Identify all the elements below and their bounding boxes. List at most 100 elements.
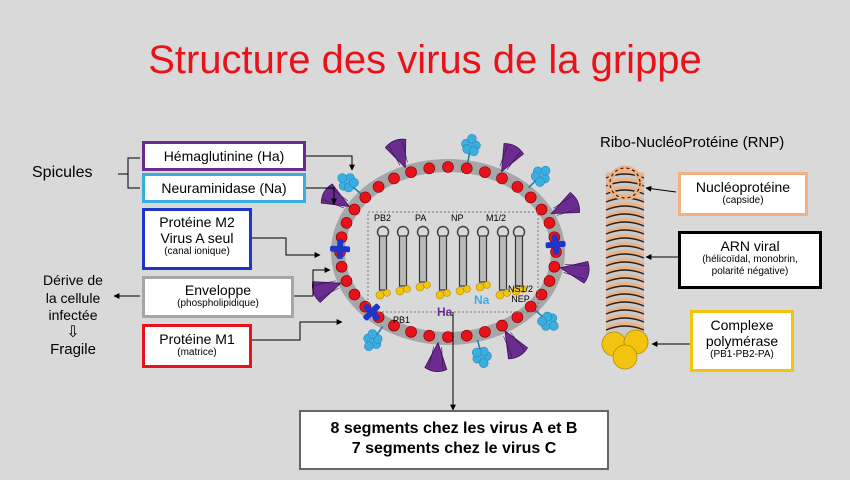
m1-bead: [372, 181, 385, 193]
neuraminidase-spikes: [337, 133, 559, 368]
derive-line2: la cellule: [45, 289, 101, 306]
ha-spike-line: [318, 287, 339, 299]
coil-rna: [605, 269, 645, 275]
ha-spike-line: [556, 208, 578, 216]
m1-sub: (matrice): [177, 347, 217, 359]
m2-body: [545, 240, 566, 249]
nucleo-sub: (capside): [722, 195, 764, 207]
na-spike: [461, 133, 481, 163]
na-head: [537, 316, 547, 327]
m2-line2: Virus A seul: [160, 230, 234, 247]
derive-line1: Dérive de: [43, 272, 103, 288]
ha-spike-line: [503, 336, 513, 357]
hemaglutinine-box: Hémaglutinine (Ha): [142, 141, 306, 171]
polymerase-dot: [495, 290, 505, 300]
arn-sub1: (hélicoïdal, monobrin,: [702, 254, 798, 266]
m1-bead: [460, 329, 473, 342]
complexe-polymerase-box: Complexe polymérase (PB1-PB2-PA): [690, 310, 794, 372]
segment-strand: [438, 235, 448, 291]
ha-spike: [503, 329, 529, 360]
seg-label-np: NP: [451, 213, 464, 223]
ha-spike-line: [563, 272, 585, 280]
m1-bead: [548, 260, 561, 273]
coil-rna: [605, 221, 645, 227]
ha-spike-line: [313, 280, 336, 286]
na-spike: [363, 326, 384, 351]
arn-viral-box: ARN viral (hélicoïdal, monobrin, polarit…: [678, 231, 822, 289]
segment-strand: [514, 235, 524, 287]
rnp-title: Ribo-NucléoProtéine (RNP): [600, 134, 785, 151]
ha-spike-line: [388, 145, 401, 166]
m1-label: Protéine M1: [159, 331, 235, 347]
ha-spike-line: [510, 332, 525, 351]
ha-connector: [305, 155, 355, 171]
coil-turn: [605, 258, 645, 266]
polymerase-dot: [483, 281, 491, 289]
coil-turn: [605, 218, 645, 226]
na-head: [535, 177, 545, 187]
m2-sub: (canal ionique): [164, 246, 230, 258]
seg-label-pb2: PB2: [374, 213, 392, 223]
ha-spike-line: [553, 195, 573, 209]
coil-rna: [605, 213, 645, 219]
coil-rna: [605, 301, 645, 307]
enveloppe-connector: [293, 267, 331, 297]
polymerase-dot: [503, 289, 511, 297]
ha-spike-body: [501, 143, 524, 173]
rnp-coil: [601, 165, 649, 370]
fragile-label: Fragile: [50, 340, 96, 358]
complexe-line2: polymérase: [705, 333, 779, 350]
m2-body: [363, 303, 380, 321]
ha-spike-line: [564, 264, 588, 266]
coil-turn: [605, 234, 645, 242]
spicules-bracket: [118, 157, 140, 189]
coil-turn: [605, 306, 645, 314]
proteine-m1-box: Protéine M1 (matrice): [142, 324, 252, 368]
arn-label: ARN viral: [720, 238, 780, 254]
m2-body: [330, 245, 351, 253]
down-arrow-icon: ⇩: [66, 323, 80, 341]
hemaglutinine-label: Hémaglutinine (Ha): [163, 148, 285, 164]
segment-strand: [378, 235, 388, 291]
m1-bead: [543, 217, 556, 229]
coil-rna: [605, 261, 645, 267]
m1-bead: [511, 311, 524, 323]
m2-channel: [330, 239, 351, 260]
ha-spike-body: [384, 138, 407, 169]
na-head: [540, 165, 551, 176]
m1-bead: [479, 166, 491, 178]
coil-rna: [605, 285, 645, 291]
coil-rna: [605, 277, 645, 283]
ha-spike: [384, 138, 408, 169]
polymerase-dot: [435, 290, 445, 300]
ns-line1: NS1/2: [508, 284, 534, 294]
coil-rna: [605, 325, 645, 331]
polymerase-dot: [395, 286, 405, 296]
polymerase-dot: [423, 281, 431, 289]
segments-count-box: 8 segments chez les virus A et B 7 segme…: [299, 410, 609, 470]
matrix-protein-m1-ring: [334, 161, 562, 343]
m1-bead: [359, 191, 372, 204]
complexe-sub: (PB1-PB2-PA): [710, 349, 774, 361]
segment-strand: [458, 235, 468, 287]
na-connector: [305, 187, 337, 205]
coil-rna: [605, 237, 645, 243]
coil-rna: [605, 229, 645, 235]
m2-channels: [330, 234, 566, 321]
coil-turn: [605, 226, 645, 234]
coil-turn: [605, 298, 645, 306]
coil-rna: [605, 205, 645, 211]
enveloppe-box: Enveloppe (phospholipidique): [142, 276, 294, 318]
na-label: Na: [474, 293, 490, 307]
coil-rna: [605, 245, 645, 251]
m1-bead: [340, 217, 353, 229]
m1-bead: [442, 161, 454, 173]
ha-label: Ha: [437, 305, 453, 319]
m2-channel: [545, 234, 566, 255]
coil-rna: [605, 317, 645, 323]
m1-bead: [496, 172, 508, 185]
enveloppe-sub: (phospholipidique): [177, 298, 259, 310]
coil-loop-rna: [609, 167, 641, 199]
coil-turn: [605, 266, 645, 274]
